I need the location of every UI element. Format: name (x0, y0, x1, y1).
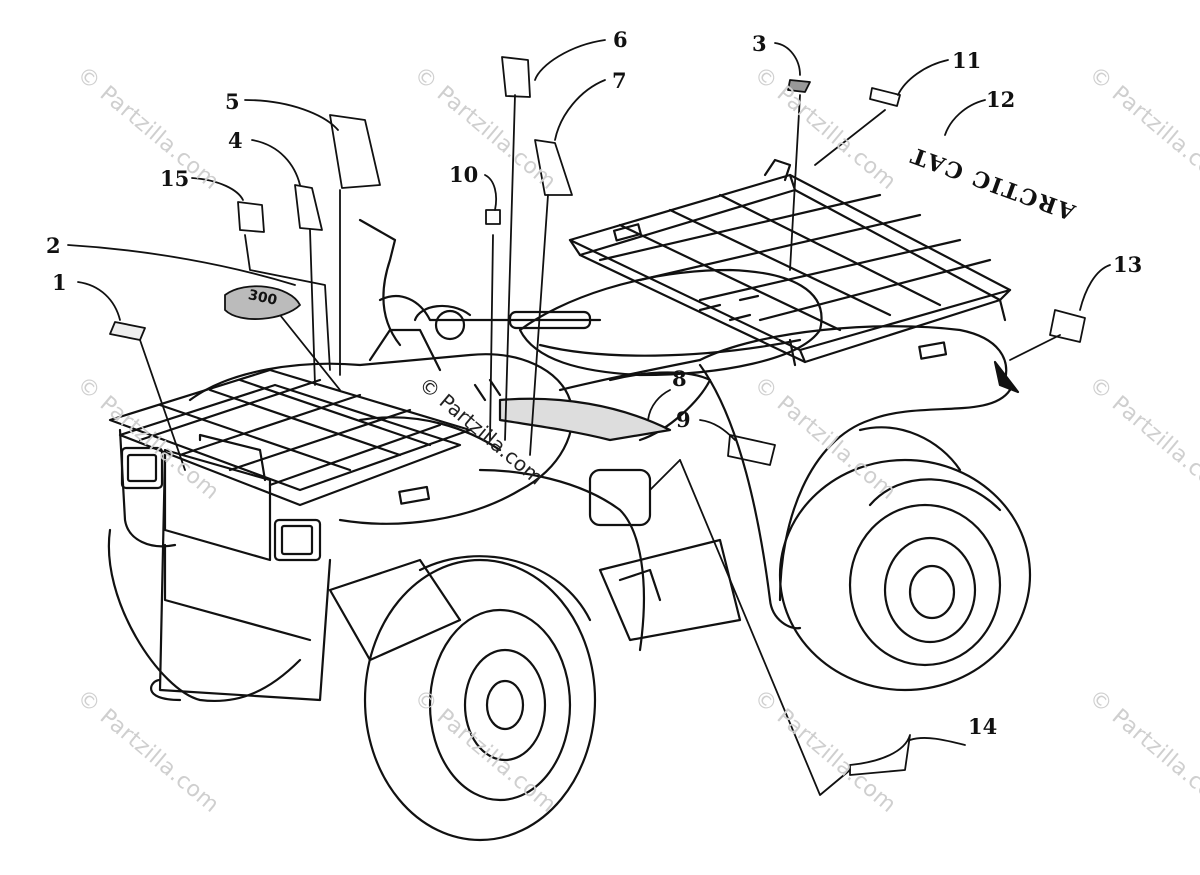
callout-10: 10 (449, 162, 479, 187)
callout-6: 6 (613, 27, 628, 52)
front-right-wheel (363, 555, 597, 842)
callout-3: 3 (752, 31, 767, 56)
side-decal (498, 397, 672, 442)
handlebars (358, 218, 602, 372)
callout-4: 4 (228, 128, 243, 153)
callout-12: 12 (986, 87, 1016, 112)
callout-9: 9 (676, 407, 691, 432)
front-bumper (118, 428, 332, 702)
rear-fender (698, 325, 1020, 630)
callout-11: 11 (952, 48, 982, 73)
leader-lines (67, 39, 1111, 796)
callout-2: 2 (46, 233, 61, 258)
callout-1: 1 (52, 270, 67, 295)
decals (109, 56, 1086, 776)
callout-13: 13 (1113, 252, 1143, 277)
callout-8: 8 (672, 366, 687, 391)
callout-14: 14 (968, 714, 998, 739)
callout-15: 15 (160, 166, 190, 191)
front-left-wheel (107, 528, 302, 702)
front-rack (108, 368, 472, 507)
rear-wheel (778, 458, 1032, 692)
callout-7: 7 (612, 68, 627, 93)
seat-body (518, 268, 823, 392)
callout-5: 5 (225, 89, 240, 114)
undercarriage (328, 468, 742, 662)
rear-rack (568, 158, 1012, 367)
